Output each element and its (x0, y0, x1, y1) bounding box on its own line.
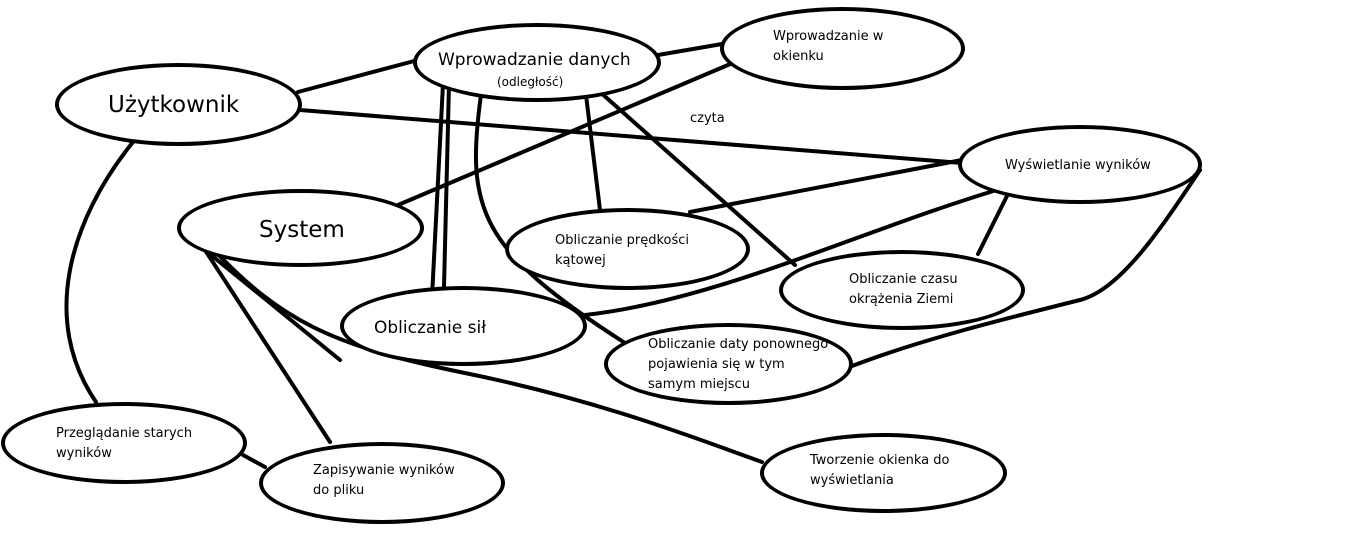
use-case-obliczanie-predkosci[interactable]: Obliczanie prędkości kątowej (505, 208, 750, 290)
use-case-system[interactable]: System (177, 189, 424, 267)
edge-wyswietlanie-sily (583, 184, 1012, 317)
use-case-label: Obliczanie sił (374, 318, 487, 338)
edge-system-tworzenie-b (210, 246, 764, 464)
use-case-uzytkownik[interactable]: Użytkownik (55, 63, 302, 146)
edge-label-czyta: czyta (690, 111, 725, 126)
use-case-label: Obliczanie czasu okrążenia Ziemi (849, 272, 958, 307)
use-case-obliczanie-daty[interactable]: Obliczanie daty ponownego pojawienia się… (604, 323, 853, 405)
edge-wprowadzanie-czas (598, 90, 797, 267)
use-case-label: Zapisywanie wyników do pliku (313, 463, 455, 498)
use-case-zapisywanie-wynikow[interactable]: Zapisywanie wyników do pliku (259, 442, 505, 524)
use-case-label: Wprowadzanie w okienku (773, 29, 884, 64)
edge-uzytkownik-wprowadzanie (296, 58, 420, 94)
use-case-label: System (259, 217, 345, 243)
use-case-tworzenie-okienka[interactable]: Tworzenie okienka do wyświetlania (760, 433, 1007, 513)
edge-wyswietlanie-czas (976, 194, 1009, 256)
use-case-label: Użytkownik (108, 92, 240, 118)
edge-uzytkownik-wyswietlanie (298, 108, 964, 165)
use-case-wprowadzanie-danych[interactable]: Wprowadzanie danych (odległość) (413, 23, 661, 102)
edge-wprowadzanie-okienko (656, 42, 724, 57)
edge-uzytkownik-przegladanie (64, 140, 135, 404)
edge-wprowadzanie-sily-a (430, 82, 445, 299)
use-case-label: Wprowadzanie danych (438, 50, 631, 70)
use-case-label: Tworzenie okienka do wyświetlania (810, 453, 950, 488)
edge-wyswietlanie-data (850, 168, 1202, 368)
use-case-przegladanie-starych-wynikow[interactable]: Przeglądanie starych wyników (1, 402, 247, 484)
edge-wprowadzanie-predkosc (584, 93, 602, 212)
edge-system-zapisywanie (201, 245, 332, 444)
use-case-sublabel: (odległość) (497, 75, 564, 89)
use-case-wyswietlanie-wynikow[interactable]: Wyświetlanie wyników (958, 125, 1202, 204)
use-case-label: Przeglądanie starych wyników (56, 426, 193, 461)
use-case-obliczanie-czasu[interactable]: Obliczanie czasu okrążenia Ziemi (779, 250, 1025, 330)
edge-okienko-system (396, 60, 737, 207)
edge-przegladanie-zapisywanie (241, 453, 267, 469)
use-case-obliczanie-sil[interactable]: Obliczanie sił (340, 286, 587, 366)
use-case-label: Wyświetlanie wyników (1005, 158, 1151, 173)
use-case-label: Obliczanie daty ponownego pojawienia się… (648, 337, 829, 392)
edge-wyswietlanie-predkosc (688, 158, 964, 214)
use-case-wprowadzanie-w-okienku[interactable]: Wprowadzanie w okienku (720, 7, 965, 90)
use-case-label: Obliczanie prędkości kątowej (555, 233, 690, 268)
